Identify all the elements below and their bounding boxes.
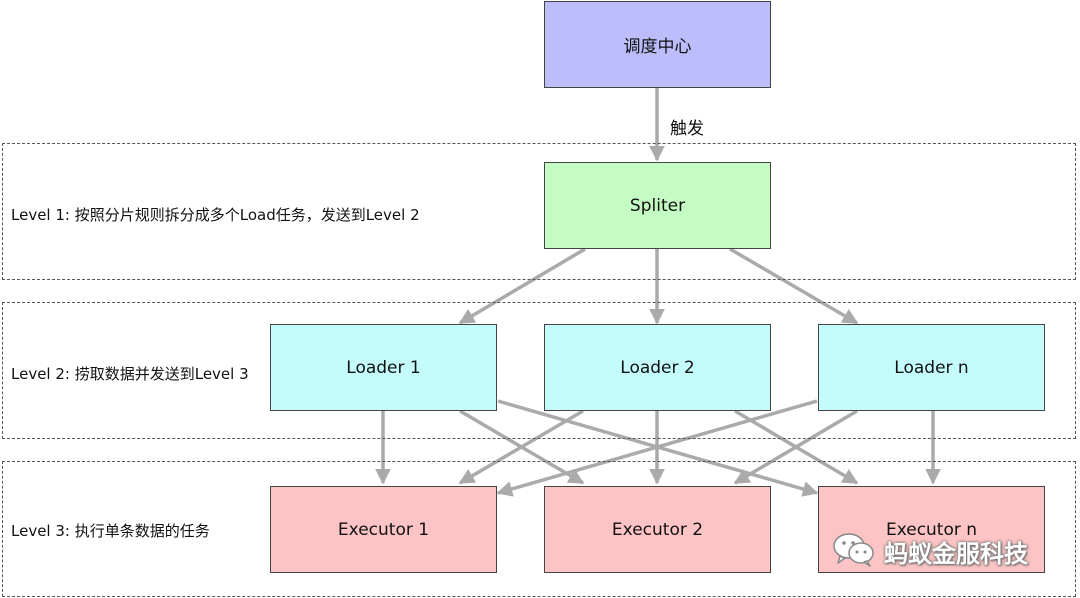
loader-2-node: Loader 2 xyxy=(544,324,771,411)
executor-1-node: Executor 1 xyxy=(270,486,497,573)
trigger-label: 触发 xyxy=(670,119,704,139)
edge-spliter-loadern xyxy=(729,247,859,325)
level-3-label: Level 3: 执行单条数据的任务 xyxy=(11,522,210,540)
loader-n-node: Loader n xyxy=(818,324,1045,411)
level-1-zone: Level 1: 按照分片规则拆分成多个Load任务，发送到Level 2 xyxy=(2,143,1076,280)
edge-loadern-executor1 xyxy=(496,399,818,497)
wechat-icon xyxy=(832,530,876,572)
edge-loadern-executor2 xyxy=(733,409,858,485)
level-2-zone: Level 2: 捞取数据并发送到Level 3 xyxy=(2,302,1076,439)
executor-2-node: Executor 2 xyxy=(544,486,771,573)
executor-n-node: Executor n xyxy=(818,486,1045,573)
watermark-text: 蚂蚁金服科技 xyxy=(884,539,1028,568)
loader-1-node: Loader 1 xyxy=(270,324,497,411)
level-2-label: Level 2: 捞取数据并发送到Level 3 xyxy=(11,365,249,383)
level-3-zone: Level 3: 执行单条数据的任务 xyxy=(2,461,1076,597)
edge-spliter-loader1 xyxy=(458,247,586,325)
edge-loader2-executor1 xyxy=(458,409,584,485)
level-1-label: Level 1: 按照分片规则拆分成多个Load任务，发送到Level 2 xyxy=(11,206,420,224)
scheduler-node: 调度中心 xyxy=(544,1,771,88)
spliter-node: Spliter xyxy=(544,162,771,249)
watermark: 蚂蚁金服科技 xyxy=(832,530,1028,572)
